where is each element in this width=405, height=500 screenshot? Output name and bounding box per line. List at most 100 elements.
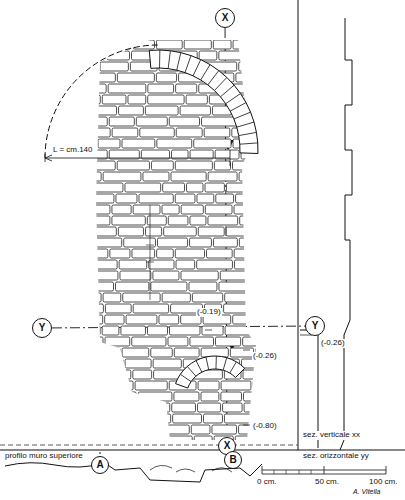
stone-block	[116, 194, 137, 203]
marker-letter: X	[224, 441, 231, 451]
stone-block	[124, 238, 156, 247]
stone-block	[258, 161, 287, 170]
stone-block	[219, 282, 257, 291]
stone-block	[103, 172, 141, 181]
stone-block	[133, 370, 152, 379]
stone-block	[131, 425, 159, 434]
stone-block	[201, 392, 219, 401]
stone-block	[161, 425, 189, 434]
stone-block	[148, 95, 184, 104]
stone-block	[105, 304, 131, 313]
voussoir	[234, 112, 251, 119]
stone-block	[162, 205, 179, 214]
section-marker: A	[91, 456, 109, 474]
stone-block	[82, 40, 110, 49]
stone-block	[112, 128, 138, 137]
stone-block	[181, 205, 203, 214]
stone-block	[243, 370, 271, 379]
stone-block	[259, 282, 289, 291]
stone-block	[202, 117, 239, 126]
stone-block	[80, 51, 105, 60]
stone-block	[244, 403, 280, 412]
stone-block	[224, 304, 248, 313]
section-marker: B	[224, 451, 242, 469]
stone-block	[103, 293, 121, 302]
stone-block	[157, 238, 187, 247]
stone-block	[85, 238, 121, 247]
stone-block	[89, 183, 122, 192]
stone-block	[172, 403, 196, 412]
stone-block	[176, 260, 195, 269]
stone-block	[136, 436, 165, 445]
stone-block	[194, 139, 231, 148]
stone-block	[143, 172, 169, 181]
stone-block	[236, 73, 267, 82]
stone-block	[168, 216, 188, 225]
stone-block	[208, 216, 238, 225]
stone-block	[159, 315, 179, 324]
stone-block	[79, 194, 114, 203]
stone-block	[169, 117, 199, 126]
stone-block	[115, 414, 147, 423]
stone-block	[105, 425, 128, 434]
annotation: profilo muro superiore	[4, 452, 84, 461]
stone-block	[260, 216, 285, 225]
stone-block	[75, 293, 101, 302]
stone-block	[90, 73, 116, 82]
voussoir	[187, 366, 196, 376]
stone-block	[198, 381, 219, 390]
stone-block	[176, 128, 202, 137]
stone-block	[119, 106, 144, 115]
section-marker: Y	[32, 318, 52, 338]
stone-block	[140, 128, 174, 137]
stone-block	[163, 183, 185, 192]
stone-block	[186, 95, 207, 104]
stone-block	[109, 117, 134, 126]
stone-block	[248, 51, 269, 60]
marker-letter: Y	[39, 323, 46, 333]
stone-block	[247, 95, 273, 104]
stone-block	[221, 392, 242, 401]
stone-block	[250, 304, 276, 313]
marker-letter: A	[96, 460, 103, 470]
stone-block	[251, 293, 284, 302]
stone-block	[87, 106, 116, 115]
stone-block	[107, 436, 135, 445]
stone-block	[118, 227, 143, 236]
stone-block	[78, 403, 107, 412]
stone-block	[204, 414, 223, 423]
stone-block	[86, 84, 106, 93]
voussoir	[220, 85, 234, 97]
stone-block	[81, 260, 117, 269]
stone-block	[80, 414, 113, 423]
stone-block	[114, 370, 131, 379]
voussoir	[168, 51, 170, 69]
stone-block	[72, 315, 102, 324]
stone-block	[216, 194, 234, 203]
voussoir	[237, 122, 254, 127]
stone-block	[153, 359, 181, 368]
stone-block	[87, 216, 110, 225]
stone-block	[164, 227, 197, 236]
stone-block	[234, 260, 265, 269]
stone-block	[82, 282, 113, 291]
voussoir	[185, 56, 191, 73]
stone-block	[148, 403, 170, 412]
stone-block	[122, 139, 155, 148]
stone-block	[133, 304, 168, 313]
stone-block	[151, 161, 173, 170]
stone-block	[253, 381, 289, 390]
stone-block	[221, 381, 251, 390]
stone-block	[77, 95, 101, 104]
stone-block	[235, 436, 259, 445]
stone-block	[101, 348, 121, 357]
stone-block	[239, 62, 276, 71]
stone-block	[205, 205, 232, 214]
stone-block	[156, 73, 176, 82]
stone-block	[258, 315, 274, 324]
stone-block	[226, 183, 258, 192]
voussoir	[180, 374, 191, 381]
stone-block	[90, 117, 107, 126]
stone-block	[145, 106, 178, 115]
stone-block	[91, 359, 123, 368]
